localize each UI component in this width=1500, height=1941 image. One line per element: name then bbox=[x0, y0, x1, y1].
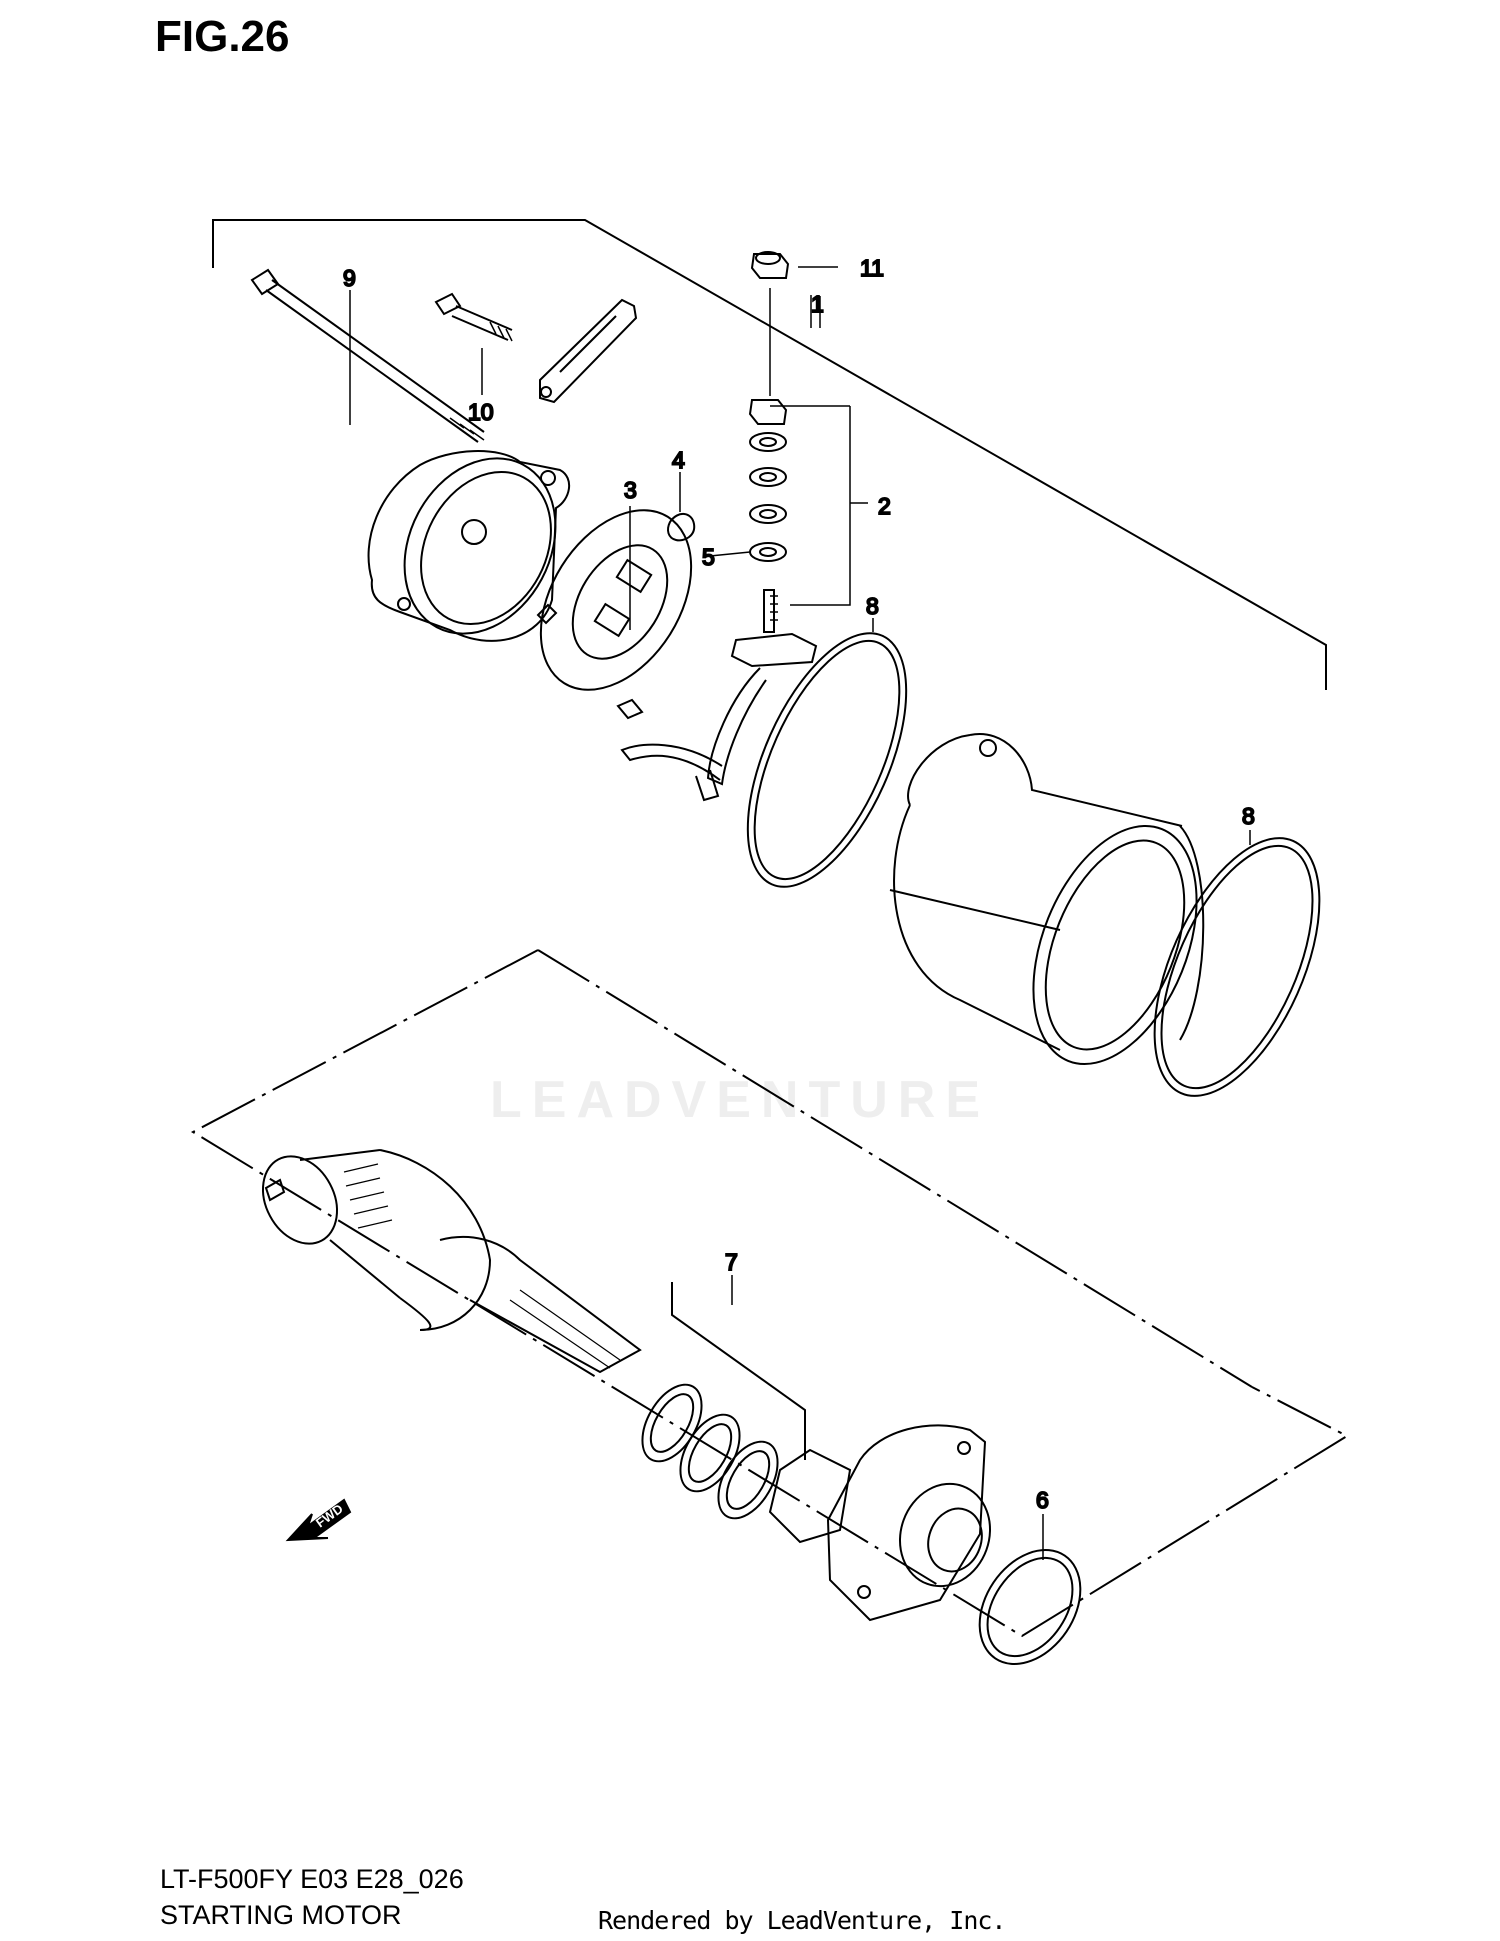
rear-end-cover bbox=[367, 450, 571, 642]
callout-8-lower: 8 bbox=[1242, 803, 1255, 829]
yoke-housing bbox=[889, 733, 1205, 1065]
alignment-box-diagonal bbox=[537, 949, 1253, 1388]
callout-11: 11 bbox=[860, 255, 884, 281]
callout-3: 3 bbox=[624, 477, 637, 503]
callout-2: 2 bbox=[878, 493, 891, 519]
rendered-by-credit: Rendered by LeadVenture, Inc. bbox=[598, 1906, 1006, 1935]
model-code: LT-F500FY E03 E28_026 bbox=[160, 1864, 464, 1894]
alignment-box bbox=[190, 949, 1350, 1638]
nut-part-11[interactable] bbox=[750, 251, 790, 279]
long-bolt-part-9[interactable] bbox=[250, 268, 485, 443]
brush-spring-part-4[interactable] bbox=[667, 513, 696, 542]
o-ring-part-6[interactable] bbox=[959, 1531, 1101, 1683]
washer-set-part-7[interactable] bbox=[630, 1282, 852, 1544]
o-ring-part-8-upper[interactable] bbox=[715, 611, 939, 910]
callout-10: 10 bbox=[468, 399, 494, 425]
watermark-text: LEADVENTURE bbox=[490, 1071, 991, 1129]
brush-plate-part-3[interactable] bbox=[510, 483, 722, 717]
callout-9: 9 bbox=[343, 265, 356, 291]
callout-6: 6 bbox=[1036, 1487, 1049, 1513]
fwd-arrow-icon: FWD bbox=[285, 1498, 352, 1542]
callout-7: 7 bbox=[725, 1249, 738, 1275]
section-name: STARTING MOTOR bbox=[160, 1900, 402, 1930]
o-ring-part-8-lower[interactable] bbox=[1121, 814, 1354, 1120]
terminal-bracket bbox=[539, 298, 638, 404]
callout-4: 4 bbox=[672, 447, 685, 473]
leader-lines bbox=[349, 266, 1251, 1560]
terminal-nut-and-washers-part-2[interactable] bbox=[748, 399, 788, 562]
terminal-bolt-and-brush-holder bbox=[616, 589, 818, 802]
short-bolt-part-10[interactable] bbox=[434, 292, 513, 342]
figure-title: FIG.26 bbox=[155, 12, 290, 61]
front-end-cover bbox=[826, 1424, 992, 1622]
callout-8-upper: 8 bbox=[866, 593, 879, 619]
callout-5: 5 bbox=[702, 544, 715, 570]
assembly-bracket bbox=[212, 219, 1327, 690]
callout-1: 1 bbox=[811, 291, 824, 317]
armature bbox=[262, 1149, 642, 1374]
